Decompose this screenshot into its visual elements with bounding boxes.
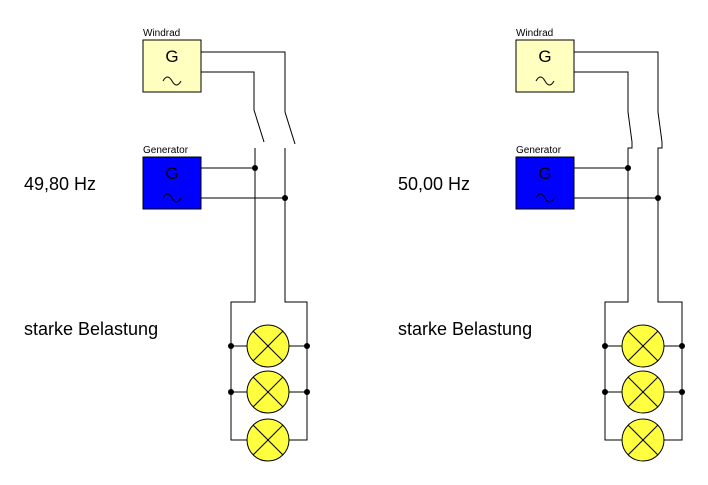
closed-switch (657, 111, 663, 143)
windrad-generator-box (142, 39, 202, 93)
closed-switch (627, 111, 633, 143)
windrad-g-symbol: G (538, 47, 551, 66)
generator-box (515, 156, 575, 210)
load-label: starke Belastung (398, 319, 532, 339)
lamp (228, 370, 310, 414)
frequency-label: 50,00 Hz (398, 174, 470, 194)
circuit-right: 50,00 Hz starke Belastung Windrad G Gene… (398, 28, 685, 462)
windrad-label: Windrad (516, 28, 553, 39)
generator-g-symbol: G (165, 164, 178, 183)
ac-wave-icon (162, 193, 182, 203)
windrad-generator-box (515, 39, 575, 93)
wire (627, 142, 633, 168)
generator-box (142, 156, 202, 210)
open-switch (284, 111, 296, 145)
windrad-g-symbol: G (165, 47, 178, 66)
generator-label: Generator (143, 145, 189, 156)
frequency-label: 49,80 Hz (24, 174, 96, 194)
lamp (621, 418, 665, 462)
load-label: starke Belastung (24, 319, 158, 339)
ac-wave-icon (162, 76, 182, 86)
wire (574, 51, 659, 112)
wire (574, 71, 629, 112)
windrad-label: Windrad (143, 28, 180, 39)
ac-wave-icon (535, 76, 555, 86)
lamp (602, 324, 685, 368)
circuit-left: 49,80 Hz starke Belastung Windrad G Gene… (24, 28, 310, 462)
open-switch (253, 109, 265, 143)
lamp (246, 418, 290, 462)
wire (657, 142, 663, 198)
lamp (602, 370, 685, 414)
generator-g-symbol: G (538, 164, 551, 183)
ac-wave-icon (535, 193, 555, 203)
wire (201, 51, 286, 112)
lamp (228, 324, 310, 368)
wire (201, 71, 255, 110)
generator-label: Generator (516, 145, 562, 156)
